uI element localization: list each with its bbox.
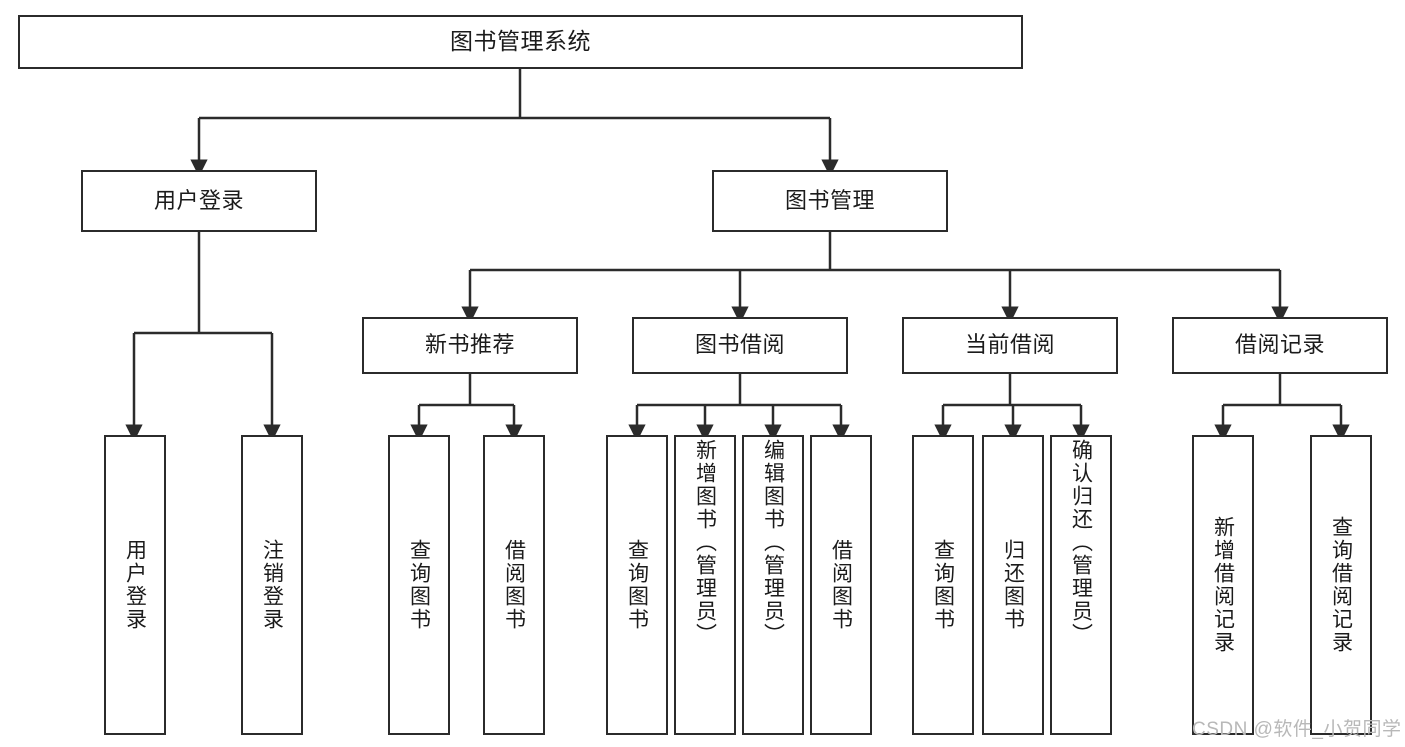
node-leaf-edit-book-admin[interactable]: 编辑图书（管理员） (742, 435, 804, 735)
node-leaf-user-login[interactable]: 用户登录 (104, 435, 166, 735)
node-current-borrow[interactable]: 当前借阅 (902, 317, 1118, 374)
node-system-title-label: 图书管理系统 (450, 28, 591, 55)
node-leaf-logout[interactable]: 注销登录 (241, 435, 303, 735)
watermark-label: CSDN @软件_小贺同学 (1192, 719, 1402, 740)
node-leaf-borrow-book-1-label: 借阅图书 (502, 539, 526, 631)
node-leaf-query-book-1[interactable]: 查询图书 (388, 435, 450, 735)
node-current-borrow-label: 当前借阅 (964, 332, 1055, 358)
node-leaf-add-borrow-record[interactable]: 新增借阅记录 (1192, 435, 1254, 735)
node-leaf-add-book-admin-label: 新增图书（管理员） (693, 439, 717, 646)
node-leaf-logout-label: 注销登录 (260, 539, 284, 631)
node-system-title[interactable]: 图书管理系统 (18, 15, 1023, 69)
node-leaf-confirm-return-admin[interactable]: 确认归还（管理员） (1050, 435, 1112, 735)
node-leaf-edit-book-admin-label: 编辑图书（管理员） (761, 439, 785, 646)
node-new-book-recommend-label: 新书推荐 (424, 332, 515, 358)
connector-lines (125, 69, 1350, 442)
node-leaf-query-borrow-record[interactable]: 查询借阅记录 (1310, 435, 1372, 735)
node-book-management-label: 图书管理 (784, 187, 875, 213)
node-book-borrow-label: 图书借阅 (694, 332, 785, 358)
node-leaf-confirm-return-admin-label: 确认归还（管理员） (1069, 439, 1093, 646)
node-new-book-recommend[interactable]: 新书推荐 (362, 317, 578, 374)
node-leaf-user-login-label: 用户登录 (123, 539, 147, 631)
node-leaf-query-book-3[interactable]: 查询图书 (912, 435, 974, 735)
node-leaf-query-book-2-label: 查询图书 (625, 539, 649, 631)
node-leaf-add-book-admin[interactable]: 新增图书（管理员） (674, 435, 736, 735)
node-book-borrow[interactable]: 图书借阅 (632, 317, 848, 374)
node-leaf-query-borrow-record-label: 查询借阅记录 (1329, 516, 1353, 654)
node-leaf-borrow-book-1[interactable]: 借阅图书 (483, 435, 545, 735)
node-borrow-record-label: 借阅记录 (1234, 332, 1325, 358)
node-leaf-query-book-2[interactable]: 查询图书 (606, 435, 668, 735)
node-leaf-return-book[interactable]: 归还图书 (982, 435, 1044, 735)
node-leaf-borrow-book-2[interactable]: 借阅图书 (810, 435, 872, 735)
node-leaf-query-book-1-label: 查询图书 (407, 539, 431, 631)
node-leaf-borrow-book-2-label: 借阅图书 (829, 539, 853, 631)
node-leaf-return-book-label: 归还图书 (1001, 539, 1025, 631)
node-user-login-label: 用户登录 (153, 187, 244, 213)
node-borrow-record[interactable]: 借阅记录 (1172, 317, 1388, 374)
node-book-management[interactable]: 图书管理 (712, 170, 948, 232)
node-user-login[interactable]: 用户登录 (81, 170, 317, 232)
node-leaf-query-book-3-label: 查询图书 (931, 539, 955, 631)
node-leaf-add-borrow-record-label: 新增借阅记录 (1211, 516, 1235, 654)
